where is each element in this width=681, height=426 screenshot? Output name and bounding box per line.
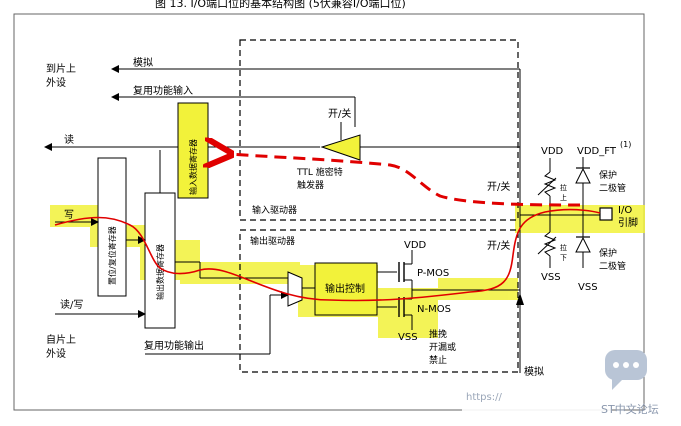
- pull-down-label-2: 下: [560, 254, 567, 262]
- pull-up-label: 拉: [560, 183, 567, 192]
- to-peripheral-label: 到片上: [46, 62, 76, 75]
- pull-up-label-2: 上: [560, 193, 567, 202]
- protect-2-label: 保护: [599, 247, 617, 259]
- protect-2b-label: 二极管: [599, 260, 626, 272]
- analog-bottom-label: 模拟: [524, 365, 544, 378]
- input-data-register-label: 输入数据寄存器: [188, 139, 198, 195]
- output-driver-label: 输出驱动器: [250, 235, 295, 247]
- input-driver-label: 输入驱动器: [252, 204, 297, 216]
- figure-caption: 图 13. I/O端口位的基本结构图 (5伏兼容I/O端口位): [155, 0, 406, 10]
- output-mux: [287, 271, 303, 307]
- chat-bubble-icon: [605, 350, 647, 390]
- watermark-blur: [462, 382, 612, 412]
- watermark-brand: ST中文论坛: [601, 402, 659, 416]
- io-pin: [599, 207, 613, 221]
- from-peripheral-label-2: 外设: [46, 348, 66, 360]
- to-peripheral-label-2: 外设: [46, 77, 66, 89]
- pmos-label: P-MOS: [417, 268, 449, 279]
- protection-diode-bottom: [575, 236, 591, 253]
- io-label: I/O: [618, 205, 632, 216]
- pull-down-resistor: [543, 231, 557, 257]
- alt-func-output-label: 复用功能输出: [144, 339, 204, 352]
- output-signal-path: [54, 208, 601, 302]
- ttl-schmitt-label-2: 触发器: [297, 179, 324, 191]
- disabled-label: 禁止: [429, 354, 447, 366]
- vdd-ft-label: VDD_FT: [577, 146, 617, 157]
- nmos-label: N-MOS: [417, 304, 451, 315]
- on-off-low-label: 开/关: [487, 239, 510, 252]
- vdd-pmos-label: VDD: [404, 240, 427, 251]
- note-mark-label: (1): [620, 140, 631, 149]
- vss-diode-label: VSS: [578, 282, 598, 293]
- vdd-right-label: VDD: [541, 146, 564, 157]
- alt-func-input-label: 复用功能输入: [133, 84, 193, 97]
- on-off-mid-label: 开/关: [487, 180, 510, 193]
- pull-down-label: 拉: [560, 243, 567, 252]
- output-data-register: [144, 192, 176, 329]
- watermark-url: https://: [466, 392, 502, 403]
- vss-right-label: VSS: [541, 272, 561, 283]
- analog-bottom-arrow: [516, 293, 524, 305]
- pin-label: 引脚: [618, 216, 638, 229]
- on-off-top-label: 开/关: [328, 107, 351, 120]
- analog-label: 模拟: [133, 56, 153, 69]
- input-driver-box: [239, 39, 519, 221]
- push-pull-label: 推挽: [429, 328, 447, 340]
- input-data-register: [177, 102, 209, 199]
- output-control-block: [314, 262, 378, 316]
- protect-1b-label: 二极管: [599, 182, 626, 194]
- vss-nmos-label: VSS: [398, 332, 418, 343]
- protect-1-label: 保护: [599, 169, 617, 181]
- bit-set-reset-register: [97, 157, 127, 297]
- write-label: 写: [64, 209, 74, 221]
- ttl-schmitt-label: TTL 施密特: [296, 166, 343, 178]
- open-drain-label: 开漏或: [429, 341, 456, 353]
- protection-diode-top: [575, 167, 591, 184]
- output-control-label: 输出控制: [325, 282, 365, 295]
- pull-up-resistor: [543, 171, 557, 197]
- input-signal-path: [228, 154, 581, 207]
- output-data-register-label: 输出数据寄存器: [155, 244, 165, 300]
- bit-set-reset-register-label: 置位/复位寄存器: [107, 226, 117, 285]
- read-write-label: 读/写: [60, 298, 83, 311]
- from-peripheral-label: 自片上: [46, 333, 76, 346]
- read-label: 读: [64, 133, 74, 146]
